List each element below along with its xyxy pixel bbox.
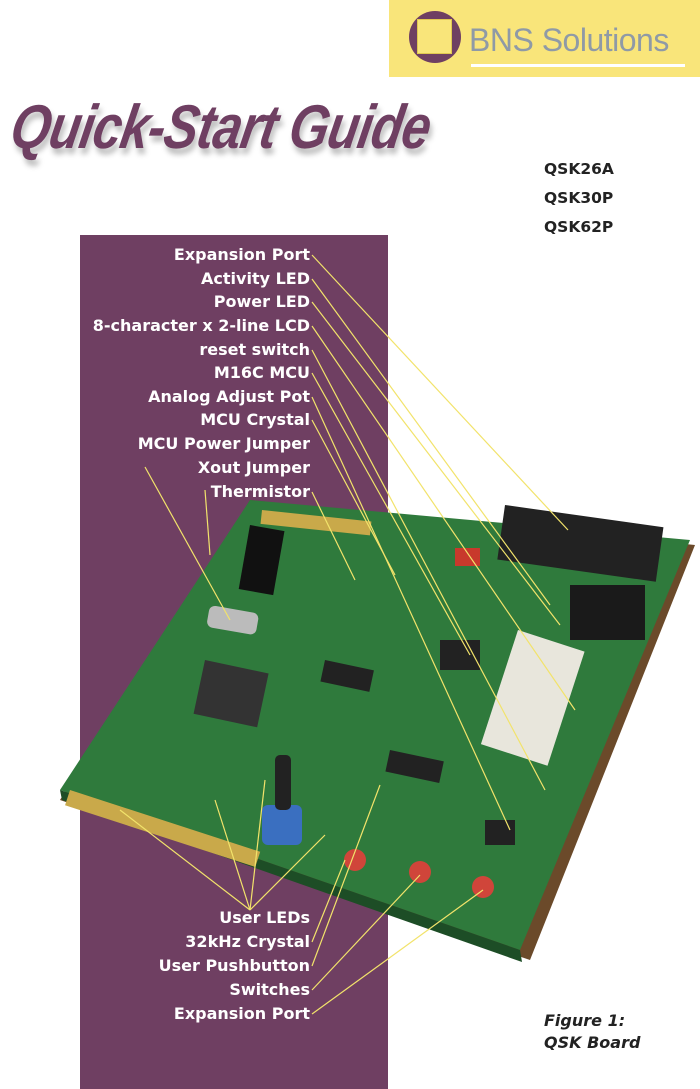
header-black xyxy=(238,525,285,596)
chip-u4 xyxy=(385,750,444,783)
logo-mark-icon xyxy=(409,11,461,63)
power-jack xyxy=(570,585,645,640)
label-mcu: M16C MCU xyxy=(213,363,310,382)
chip-u2 xyxy=(320,660,374,692)
figure-caption: Figure 1: QSK Board xyxy=(544,1010,640,1054)
chip-u5 xyxy=(485,820,515,845)
label-xout-jumper: Xout Jumper xyxy=(197,458,310,477)
label-thermistor: Thermistor xyxy=(210,482,310,501)
expansion-header-bottom xyxy=(65,790,261,868)
model-item: QSK62P xyxy=(544,218,614,236)
label-expansion-port-bottom: Expansion Port xyxy=(173,1004,310,1023)
crystal xyxy=(207,605,259,635)
logo-text: BNS Solutions xyxy=(469,22,669,58)
label-power-led: Power LED xyxy=(213,292,310,311)
logo-underline xyxy=(471,64,685,67)
pushbutton-2 xyxy=(409,861,431,883)
label-expansion-port: Expansion Port xyxy=(173,245,310,264)
label-user-leds: User LEDs xyxy=(219,908,310,927)
caption-line-2: QSK Board xyxy=(544,1033,641,1052)
label-activity-led: Activity LED xyxy=(201,269,310,288)
label-analog-pot: Analog Adjust Pot xyxy=(148,387,310,406)
model-item: QSK26A xyxy=(544,160,614,178)
pushbutton-3 xyxy=(472,876,494,898)
model-item: QSK30P xyxy=(544,189,614,207)
mcu-chip xyxy=(193,660,269,728)
label-mcu-crystal: MCU Crystal xyxy=(200,410,310,429)
pot-shaft xyxy=(275,755,291,810)
label-32khz-crystal: 32kHz Crystal xyxy=(185,932,310,951)
label-lcd: 8-character x 2-line LCD xyxy=(92,316,310,335)
pot-body xyxy=(262,805,302,845)
label-user-pushbutton: User Pushbutton xyxy=(158,956,310,975)
expansion-header-top xyxy=(260,510,372,536)
leader-lines xyxy=(119,254,576,1015)
model-list: QSK26A QSK30P QSK62P xyxy=(544,155,614,242)
db9-connector xyxy=(497,505,664,582)
red-led xyxy=(455,548,480,566)
label-reset-switch: reset switch xyxy=(199,340,310,359)
caption-line-1: Figure 1: xyxy=(544,1011,626,1030)
label-mcu-power-jumper: MCU Power Jumper xyxy=(137,434,310,453)
brand-logo-banner: BNS Solutions xyxy=(389,0,700,77)
label-switches: Switches xyxy=(229,980,310,999)
lcd-header xyxy=(480,630,585,766)
